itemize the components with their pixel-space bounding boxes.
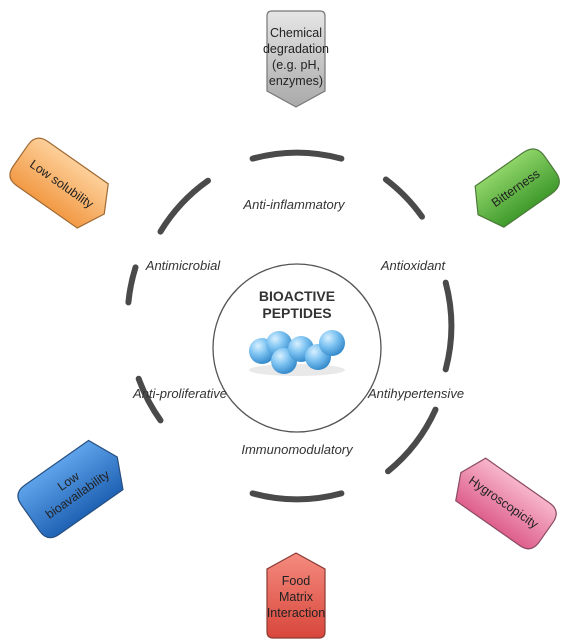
- outer-ring: [125, 149, 455, 503]
- chemical-degradation-line1: Chemical: [270, 26, 322, 40]
- ring-arc-upper-left: [157, 177, 211, 235]
- challenge-bitterness: Bitterness: [474, 148, 560, 228]
- center-title-line2: PEPTIDES: [262, 305, 331, 321]
- activity-immunomodulatory: Immunomodulatory: [241, 442, 354, 457]
- activity-anti-proliferative: Anti-proliferative: [132, 386, 227, 401]
- challenge-hygroscopicity: Hygroscopicity: [455, 457, 557, 550]
- chemical-degradation-line3: (e.g. pH,: [272, 58, 320, 72]
- ring-arc-right: [442, 279, 455, 373]
- ring-arc-upper-right: [382, 176, 425, 220]
- challenge-food-matrix-interaction: Food Matrix Interaction: [266, 552, 326, 639]
- food-matrix-line3: Interaction: [267, 606, 325, 620]
- challenge-low-solubility: Low solubility: [9, 137, 109, 229]
- ring-arc-lower-left: [135, 375, 164, 424]
- activity-antihypertensive: Antihypertensive: [367, 386, 464, 401]
- activity-antimicrobial: Antimicrobial: [145, 258, 222, 273]
- ring-arc-lower-right: [385, 406, 439, 475]
- center-title-line1: BIOACTIVE: [259, 288, 335, 304]
- chemical-degradation-line2: degradation: [263, 42, 329, 56]
- peptide-chain-icon: [249, 330, 345, 376]
- activity-anti-inflammatory: Anti-inflammatory: [242, 197, 346, 212]
- ring-arc-left: [125, 264, 139, 306]
- food-matrix-line1: Food: [282, 574, 311, 588]
- challenge-low-bioavailability: Low bioavailability: [17, 439, 124, 539]
- challenge-chemical-degradation: Chemical degradation (e.g. pH, enzymes): [263, 10, 329, 108]
- chemical-degradation-line4: enzymes): [269, 74, 323, 88]
- food-matrix-line2: Matrix: [279, 590, 314, 604]
- activity-antioxidant: Antioxidant: [380, 258, 447, 273]
- ring-arc-bottom: [249, 490, 345, 503]
- ring-arc-top: [249, 149, 345, 162]
